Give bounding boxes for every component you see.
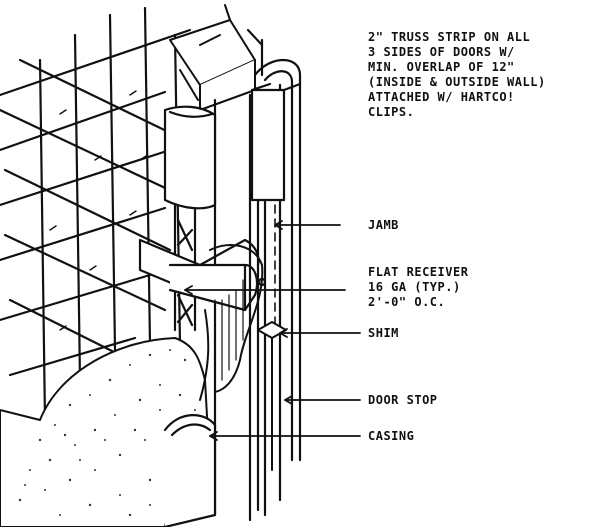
hidden-lines: [257, 204, 276, 331]
leader-lines: [184, 220, 361, 441]
door-stop-arrowhead: [284, 395, 293, 405]
door-stop-label: Door Stop: [368, 393, 438, 407]
flat-receiver-line-1: Flat Receiver: [368, 265, 469, 279]
truss-strip-line-3: min. overlap of 12": [368, 60, 515, 74]
jamb-arrowhead: [274, 220, 283, 230]
corner-bead-top: [246, 28, 302, 462]
casing: [163, 414, 217, 527]
truss-strip-line-4: (inside & outside wall): [368, 75, 546, 89]
flat-receiver-bracket: [138, 238, 267, 312]
flat-receiver-line-3: 2'-0" o.c.: [368, 295, 446, 309]
truss-strip-line-2: 3 sides of doors w/: [368, 45, 515, 59]
jamb-label: Jamb: [368, 218, 399, 232]
shim-label: Shim: [368, 326, 399, 340]
flat-receiver-line-2: 16 ga (typ.): [368, 280, 461, 294]
flat-receiver-annotation: Flat Receiver 16 ga (typ.) 2'-0" o.c.: [368, 265, 468, 310]
flat-receiver-arrowhead: [184, 285, 193, 295]
truss-strip-top: [169, 4, 256, 111]
casing-label: Casing: [368, 429, 415, 443]
truss-strip-line-6: clips.: [368, 105, 415, 119]
shim-arrowhead: [279, 328, 288, 338]
mesh-ticks: [49, 90, 147, 331]
truss-strip-line-5: attached w/ Hartco!: [368, 90, 515, 104]
casing-arrowhead: [209, 431, 218, 441]
shim: [257, 321, 287, 471]
truss-strip-line-1: 2" Truss Strip on all: [368, 30, 531, 44]
truss-strip-annotation: 2" Truss Strip on all 3 sides of doors w…: [368, 30, 546, 120]
